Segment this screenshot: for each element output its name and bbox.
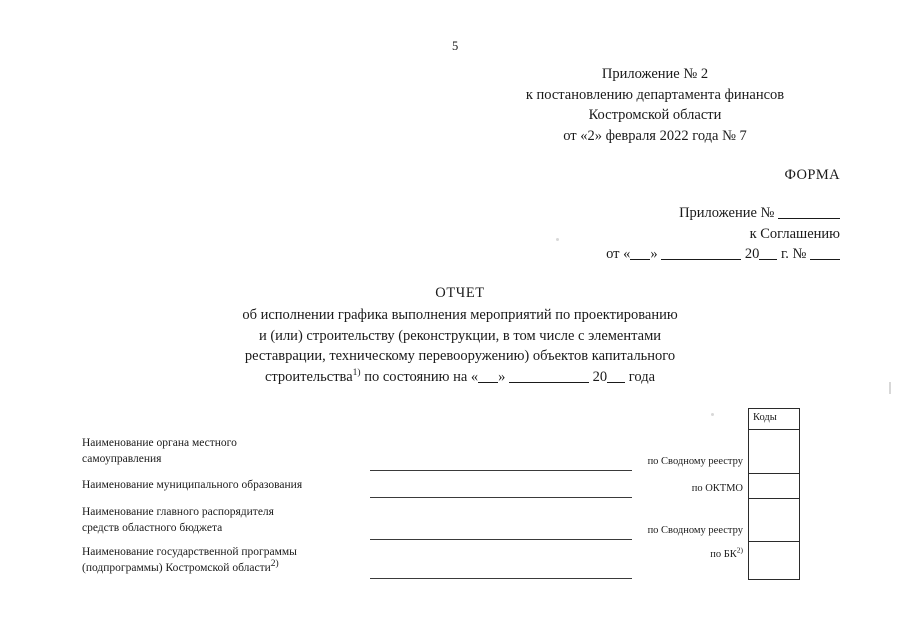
field-label-local-government-line-2: самоуправления: [82, 452, 162, 465]
agreement-to-label: к Соглашению: [749, 225, 840, 242]
field-rule-state-program[interactable]: [370, 578, 632, 579]
field-rule-municipality[interactable]: [370, 497, 632, 498]
agreement-date-line: от « » 20 г. №: [560, 244, 840, 265]
form-word: ФОРМА: [784, 167, 840, 183]
scan-artifact-2: [711, 413, 714, 416]
codes-table-cell-3[interactable]: [749, 498, 799, 541]
agreement-year-prefix: 20: [744, 246, 760, 262]
report-date-quote: »: [498, 368, 506, 385]
code-caption-oktmo: по ОКТМО: [691, 483, 743, 494]
field-label-chief-administrator-line-2: средств областного бюджета: [82, 521, 223, 534]
agreement-appendix-label: Приложение №: [679, 205, 775, 221]
agreement-month-blank[interactable]: [661, 259, 742, 260]
report-year-suffix: года: [628, 368, 656, 385]
codes-table-divider-2: [749, 498, 799, 499]
agreement-year-blank[interactable]: [759, 259, 778, 260]
footnote-marker-1: 1): [352, 367, 361, 378]
field-label-local-government: Наименование органа местного самоуправле…: [82, 436, 237, 467]
codes-table-cell-4[interactable]: [749, 541, 799, 579]
report-year-blank[interactable]: [607, 381, 626, 383]
field-label-municipality-line-1: Наименование муниципального образования: [82, 479, 303, 491]
report-subtitle-line-4: строительства1) по состоянию на « » 20 го…: [180, 367, 740, 388]
agreement-day-blank[interactable]: [630, 259, 651, 260]
report-subtitle-construction-word: строительства: [264, 368, 353, 385]
report-month-blank[interactable]: [509, 381, 590, 383]
appendix-header-line-4: от «2» февраля 2022 года № 7: [563, 127, 747, 144]
report-subtitle-line-3: реставрации, техническому перевооружению…: [244, 348, 676, 364]
field-label-state-program-line-2: (подпрограммы) Костромской области2): [82, 558, 297, 577]
report-title: ОТЧЕТ: [435, 285, 485, 301]
field-rule-local-government[interactable]: [370, 470, 632, 471]
codes-table-divider-1: [749, 473, 799, 474]
footnote-marker-3: 2): [736, 545, 743, 555]
field-label-municipality: Наименование муниципального образования: [82, 478, 302, 494]
field-label-chief-administrator: Наименование главного распорядителя сред…: [82, 505, 274, 536]
footnote-marker-2: 2): [270, 558, 279, 569]
codes-table-cell-1[interactable]: [749, 430, 799, 473]
field-label-state-program-line-1: Наименование государственной программы: [82, 546, 297, 558]
code-caption-consolidated-registry-2: по Сводному реестру: [647, 525, 743, 536]
agreement-number-blank[interactable]: [810, 259, 840, 260]
code-caption-consolidated-registry-1: по Сводному реестру: [647, 456, 743, 467]
codes-table-header: Коды: [749, 409, 799, 430]
appendix-header-line-1: Приложение № 2: [601, 66, 709, 82]
appendix-header-line-2: к постановлению департамента финансов: [525, 86, 785, 103]
field-label-chief-administrator-line-1: Наименование главного распорядителя: [82, 506, 274, 518]
report-subtitle-as-of: по состоянию на «: [364, 368, 479, 385]
code-caption-bk-text: по БК: [710, 549, 737, 560]
agreement-date-prefix: от «: [606, 246, 631, 262]
field-rule-chief-administrator[interactable]: [370, 539, 632, 540]
agreement-appendix-blank[interactable]: [778, 218, 840, 219]
report-subtitle-line-2: и (или) строительству (реконструкции, в …: [258, 327, 662, 344]
report-subtitle: об исполнении графика выполнения меропри…: [180, 305, 740, 387]
agreement-number-label: г. №: [780, 246, 807, 262]
agreement-date-quote: »: [650, 246, 658, 262]
report-subtitle-line-1: об исполнении графика выполнения меропри…: [242, 307, 678, 323]
codes-table-cell-2[interactable]: [749, 473, 799, 498]
codes-table: Коды: [748, 408, 800, 580]
appendix-header-block: Приложение № 2 к постановлению департаме…: [470, 64, 840, 146]
scan-artifact-3: [889, 382, 891, 394]
field-label-local-government-line-1: Наименование органа местного: [82, 437, 237, 449]
codes-table-divider-3: [749, 541, 799, 542]
report-day-blank[interactable]: [478, 381, 499, 383]
appendix-header-line-3: Костромской области: [588, 107, 722, 123]
code-caption-bk: по БК2): [603, 545, 743, 561]
agreement-block: Приложение № к Соглашению от « » 20 г. №: [560, 203, 840, 265]
page-number: 5: [452, 39, 459, 53]
report-year-prefix: 20: [592, 368, 608, 385]
field-label-state-program-line-2-text: (подпрограммы) Костромской области: [82, 561, 271, 574]
agreement-appendix-line: Приложение №: [560, 203, 840, 224]
scan-artifact-1: [556, 238, 559, 241]
field-label-state-program: Наименование государственной программы (…: [82, 545, 297, 576]
